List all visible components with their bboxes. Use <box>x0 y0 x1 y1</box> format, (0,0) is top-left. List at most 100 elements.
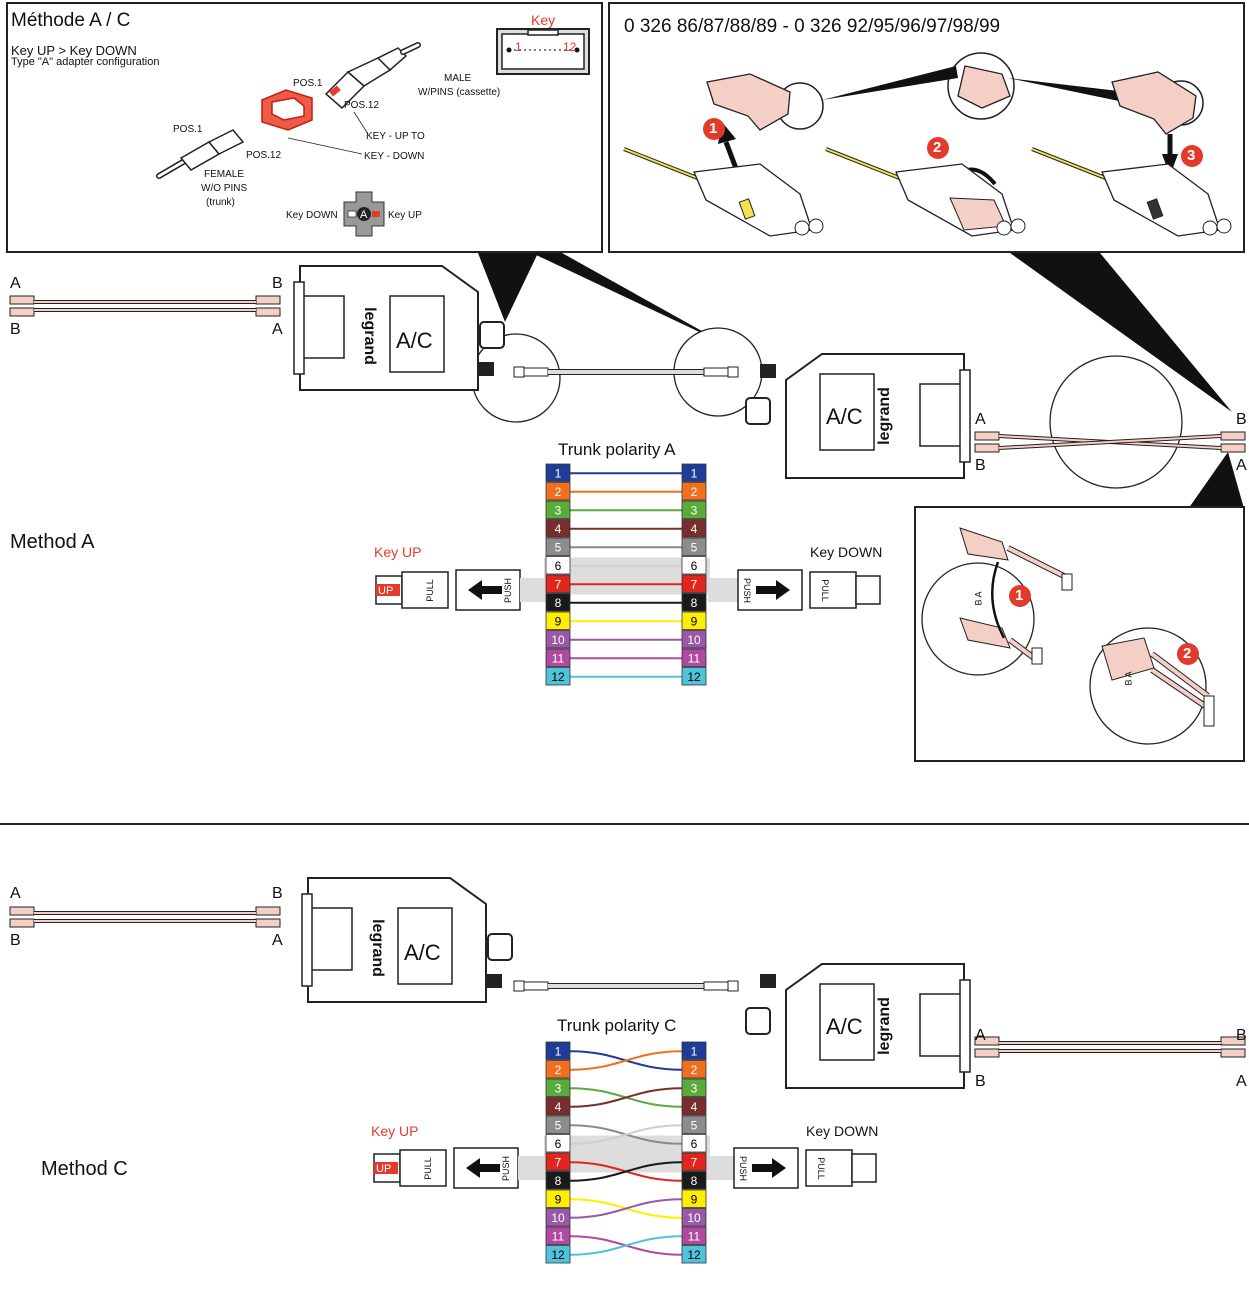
polarity-a-left-cell-11 <box>545 648 571 667</box>
polarity-c-right-cell-7 <box>681 1152 707 1171</box>
polarity-a-right-num-12: 12 <box>687 670 701 684</box>
cassette-left-c-label: A/C <box>404 940 441 965</box>
polarity-a-right-cell-9 <box>681 611 707 630</box>
polarity-c-right-cell-8 <box>681 1171 707 1190</box>
mpo-trunk-c <box>513 980 739 992</box>
polarity-a-left-num-3: 3 <box>555 503 562 517</box>
method-c-key-up: Key UP <box>371 1123 419 1139</box>
inset-ab-label-1: B A <box>973 591 984 606</box>
method-a-label: Method A <box>10 531 95 553</box>
polarity-c-left-num-2: 2 <box>555 1063 562 1077</box>
duplex-cord-right-c <box>974 1036 1246 1058</box>
key-pos-12: 12 <box>563 40 577 54</box>
polarity-a-left-cell-10 <box>545 630 571 649</box>
method-a-left-connector <box>375 569 550 611</box>
polarity-a-right-num-3: 3 <box>691 503 698 517</box>
polarity-a-left-num-5: 5 <box>555 540 562 554</box>
polarity-a-right-cell-2 <box>681 482 707 501</box>
polarity-c-right-num-7: 7 <box>691 1155 698 1169</box>
type-a-adapter <box>261 89 313 131</box>
polarity-c-fiber-4 <box>569 1087 683 1108</box>
method-a-key-down: Key DOWN <box>810 544 883 560</box>
inset-step-1: 1 <box>1015 587 1024 604</box>
method-ac-panel: Méthode A / C Key UP > Key DOWN Type "A"… <box>6 2 603 253</box>
cord-c-a-label-tl: A <box>10 885 21 902</box>
cord-a-label-br: A <box>272 321 283 338</box>
cord-right-b-label-bl: B <box>975 457 986 474</box>
polarity-c-left-num-5: 5 <box>555 1118 562 1132</box>
polarity-a-right-cell-12 <box>681 667 707 686</box>
polarity-a-left-num-2: 2 <box>555 485 562 499</box>
clip-step-3: 3 <box>1187 147 1196 164</box>
key-pos-1: 1 <box>515 40 522 54</box>
part-numbers: 0 326 86/87/88/89 - 0 326 92/95/96/97/98… <box>624 16 1001 37</box>
polarity-c-left-cell-10 <box>545 1208 571 1227</box>
polarity-a-left-cell-1 <box>545 463 571 482</box>
polarity-c-right-cell-5 <box>681 1115 707 1134</box>
polarity-c-right-cell-3 <box>681 1078 707 1097</box>
polarity-c-left-num-7: 7 <box>555 1155 562 1169</box>
key-connector-face <box>496 28 590 75</box>
polarity-c-left-num-9: 9 <box>555 1192 562 1206</box>
polarity-c-fiber-2 <box>569 1050 683 1071</box>
polarity-c-right-cell-1 <box>681 1041 707 1060</box>
duplex-cord-right-a <box>974 431 1246 453</box>
polarity-c-right-cell-12 <box>681 1245 707 1264</box>
polarity-a-right-num-6: 6 <box>691 559 698 573</box>
cord-right-b-label-tr: B <box>1236 411 1247 428</box>
duplex-cord-left-a <box>9 295 281 317</box>
polarity-c-left-cell-7 <box>545 1152 571 1171</box>
cassette-left-a <box>293 265 505 391</box>
polarity-c-right-num-2: 2 <box>691 1063 698 1077</box>
polarity-a-right-num-10: 10 <box>687 633 701 647</box>
method-c-left-connector <box>373 1147 548 1189</box>
trunk-polarity-c-title: Trunk polarity C <box>557 1016 677 1035</box>
method-a-pull-left: PULL <box>424 579 435 602</box>
polarity-c-left-num-4: 4 <box>555 1100 562 1114</box>
polarity-c-right-num-10: 10 <box>687 1211 701 1225</box>
polarity-swap-inset: 1 2 B A B A <box>914 506 1245 762</box>
section-divider <box>0 823 1249 825</box>
duplex-cord-left-c <box>9 906 281 928</box>
polarity-a-right-cell-8 <box>681 593 707 612</box>
polarity-c-right-num-4: 4 <box>691 1100 698 1114</box>
cassette-left-a-brand: legrand <box>360 307 378 365</box>
polarity-c-left-cell-12 <box>545 1245 571 1264</box>
polarity-c-left-num-3: 3 <box>555 1081 562 1095</box>
adapter-config-text: Type "A" adapter configuration <box>11 56 160 68</box>
cord-right-c-a-label-br: A <box>1236 1073 1247 1090</box>
polarity-a-right-num-7: 7 <box>691 577 698 591</box>
polarity-a-left-num-7: 7 <box>555 577 562 591</box>
polarity-c-fiber-6 <box>569 1124 683 1145</box>
polarity-a-right-cell-3 <box>681 500 707 519</box>
inset-ab-label-2: B A <box>1123 671 1134 686</box>
polarity-a-left-num-4: 4 <box>555 522 562 536</box>
polarity-a-left-cell-12 <box>545 667 571 686</box>
polarity-a-left-num-6: 6 <box>555 559 562 573</box>
polarity-c-right-num-6: 6 <box>691 1137 698 1151</box>
polarity-a-left-cell-5 <box>545 537 571 556</box>
cord-right-c-a-label-tl: A <box>975 1027 986 1044</box>
method-a-right-connector <box>708 569 881 611</box>
male-label-1: MALE <box>444 73 472 84</box>
polarity-c-right-num-1: 1 <box>691 1044 698 1058</box>
cassette-left-c-brand: legrand <box>368 919 386 977</box>
polarity-a-left-num-8: 8 <box>555 596 562 610</box>
cord-right-a-label-br: A <box>1236 457 1247 474</box>
polarity-c-left-num-8: 8 <box>555 1174 562 1188</box>
polarity-a-right-cell-5 <box>681 537 707 556</box>
cord-b-label-tr: B <box>272 275 283 292</box>
cassette-right-c-label: A/C <box>826 1014 863 1039</box>
cassette-right-c-brand: legrand <box>875 997 893 1055</box>
method-a-key-up: Key UP <box>374 544 422 560</box>
polarity-c-right-cell-10 <box>681 1208 707 1227</box>
polarity-a-left-num-9: 9 <box>555 614 562 628</box>
polarity-swap-illustration <box>921 527 1215 745</box>
polarity-a-right-num-8: 8 <box>691 596 698 610</box>
female-pos12-label: POS.12 <box>246 150 282 161</box>
polarity-a-right-num-2: 2 <box>691 485 698 499</box>
polarity-a-right-cell-4 <box>681 519 707 538</box>
cassette-right-a <box>745 353 971 479</box>
key-down-text: Key DOWN <box>286 210 338 221</box>
polarity-a-left-num-10: 10 <box>551 633 565 647</box>
